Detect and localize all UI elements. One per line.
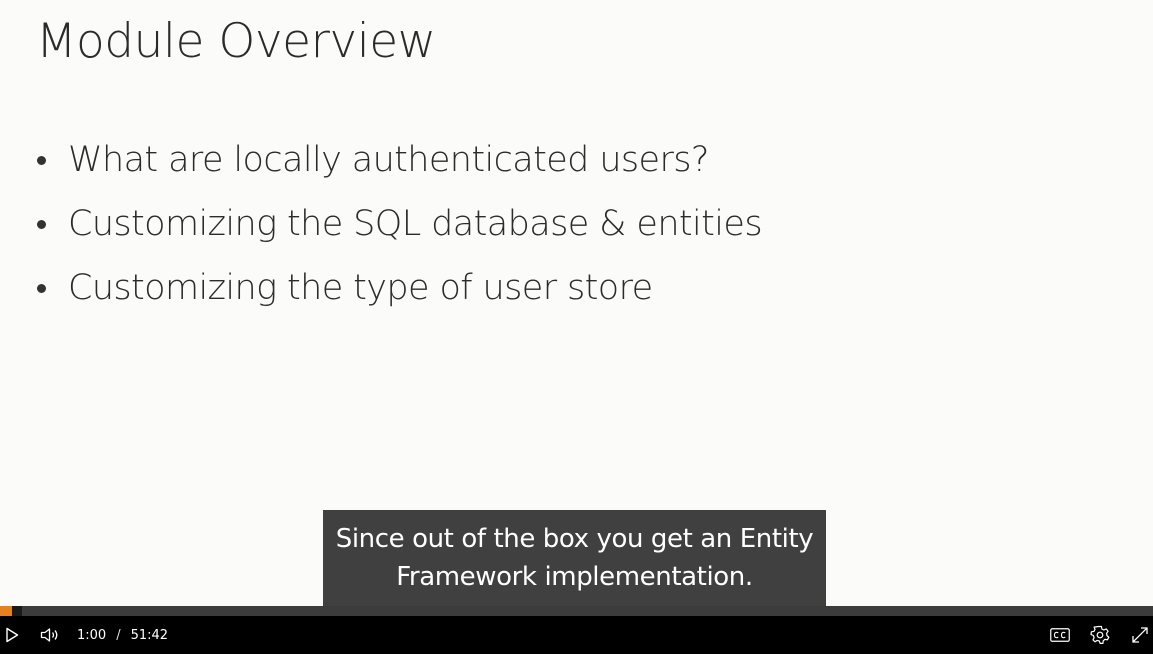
bullet-text: What are locally authenticated users? xyxy=(68,140,709,180)
volume-button[interactable] xyxy=(38,616,64,654)
gear-icon xyxy=(1090,625,1110,645)
progress-fill xyxy=(0,606,23,616)
fullscreen-button[interactable] xyxy=(1128,616,1152,654)
duration: 51:42 xyxy=(130,627,169,643)
bullet-text: Customizing the type of user store xyxy=(68,268,653,308)
bullet-dot xyxy=(37,155,46,165)
bullet-dot xyxy=(37,283,46,293)
slide-title: Module Overview xyxy=(36,14,436,69)
progress-bar[interactable] xyxy=(0,606,1153,616)
current-time: 1:00 xyxy=(77,627,107,643)
fullscreen-icon xyxy=(1131,626,1149,644)
progress-buffer xyxy=(12,606,22,616)
captions-button[interactable] xyxy=(1048,616,1072,654)
time-display: 1:00 / 51:42 xyxy=(77,616,168,654)
slide-frame[interactable]: Module Overview What are locally authent… xyxy=(0,0,1153,606)
caption-line: Since out of the box you get an Entity xyxy=(335,524,814,554)
subtitle-caption: Since out of the box you get an Entity F… xyxy=(323,510,826,607)
bullet-dot xyxy=(37,219,46,229)
control-bar: 1:00 / 51:42 xyxy=(0,616,1153,654)
time-separator: / xyxy=(116,627,121,643)
caption-line: Framework implementation. xyxy=(396,562,753,592)
closed-captions-icon xyxy=(1050,628,1070,642)
volume-icon xyxy=(40,627,62,643)
play-button[interactable] xyxy=(0,616,24,654)
bullet-text: Customizing the SQL database & entities xyxy=(68,204,763,244)
settings-button[interactable] xyxy=(1088,616,1112,654)
play-icon xyxy=(5,627,19,643)
